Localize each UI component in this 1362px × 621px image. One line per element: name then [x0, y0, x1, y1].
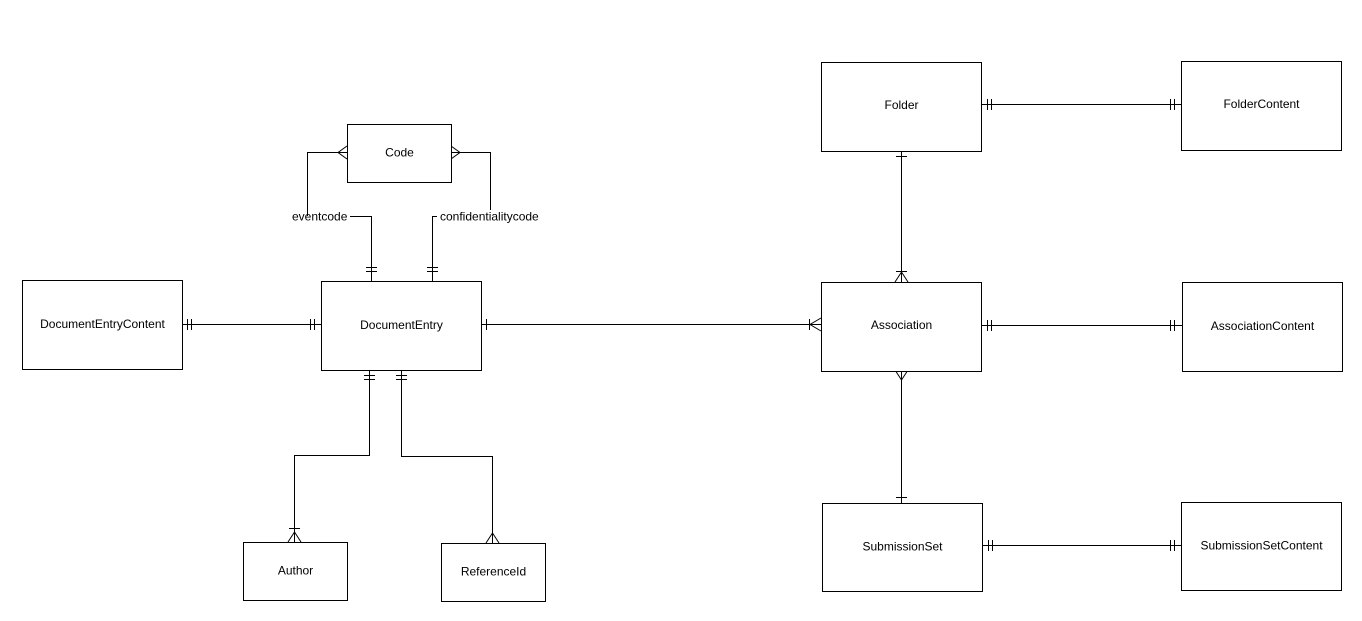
entity-submissionsetcontent[interactable]: SubmissionSetContent [1181, 502, 1342, 591]
entity-referenceid[interactable]: ReferenceId [441, 543, 546, 602]
entity-documententrycontent[interactable]: DocumentEntryContent [22, 280, 183, 370]
entity-associationcontent-label: AssociationContent [1211, 319, 1315, 333]
relationship-documententry-association [481, 317, 822, 332]
entity-folder[interactable]: Folder [821, 62, 982, 152]
relationship-association-associationcontent [981, 320, 1182, 331]
entity-associationcontent[interactable]: AssociationContent [1182, 282, 1343, 372]
entity-documententry[interactable]: DocumentEntry [321, 281, 482, 371]
entity-documententrycontent-label: DocumentEntryContent [40, 317, 165, 331]
relationship-documententry-author [287, 370, 375, 543]
entity-author-label: Author [278, 564, 313, 578]
label-confidentialitycode: confidentialitycode [440, 210, 539, 224]
entity-code-label: Code [385, 146, 414, 160]
label-eventcode: eventcode [292, 210, 348, 224]
entity-submissionsetcontent-label: SubmissionSetContent [1200, 539, 1323, 553]
entity-code[interactable]: Code [347, 124, 452, 183]
relationship-documententrycontent-documententry [182, 319, 321, 330]
entity-foldercontent-label: FolderContent [1223, 97, 1300, 111]
entity-association[interactable]: Association [821, 282, 982, 372]
entity-referenceid-label: ReferenceId [461, 565, 526, 579]
entity-documententry-label: DocumentEntry [360, 318, 443, 332]
relationship-code-eventcode [307, 145, 377, 281]
relationship-documententry-referenceid [396, 370, 500, 544]
relationship-folder-association [894, 151, 909, 283]
relationship-code-confidentialitycode [427, 145, 491, 281]
relationship-association-submissionset [894, 369, 909, 503]
relationship-submissionset-submissionsetcontent [982, 540, 1181, 551]
entity-author[interactable]: Author [243, 542, 348, 601]
entity-foldercontent[interactable]: FolderContent [1181, 61, 1342, 151]
relationship-folder-foldercontent [981, 99, 1181, 110]
entity-association-label: Association [871, 318, 932, 332]
entity-folder-label: Folder [884, 98, 918, 112]
entity-submissionset-label: SubmissionSet [862, 540, 943, 554]
entity-submissionset[interactable]: SubmissionSet [822, 503, 983, 592]
